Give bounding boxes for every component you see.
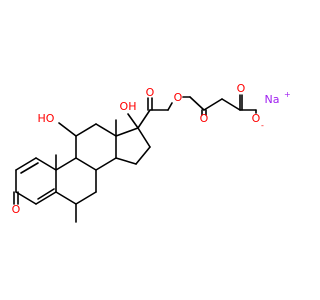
atom-label-oh-c17: OH <box>120 100 137 113</box>
atom-label-o-acid-carbonyl: O <box>237 82 246 95</box>
atom-label-oh-c11: HO <box>38 112 55 125</box>
bond-layer <box>13 94 257 223</box>
bond <box>203 98 223 111</box>
bond <box>75 157 97 171</box>
bond <box>95 123 117 137</box>
bond <box>137 109 151 129</box>
bond <box>75 123 97 137</box>
bond <box>135 146 151 165</box>
bond <box>95 157 117 171</box>
bond <box>115 157 137 165</box>
bond <box>35 191 57 205</box>
bond <box>127 113 139 129</box>
charge-carboxylate: - <box>261 121 264 130</box>
bond <box>55 191 77 205</box>
bond <box>75 191 97 205</box>
bond <box>221 98 241 111</box>
bond <box>20 162 39 174</box>
bond <box>137 127 151 148</box>
atom-label-sodium: Na <box>265 93 280 106</box>
bond <box>37 188 55 200</box>
bond <box>35 157 57 171</box>
atom-label-o-carboxylate: O <box>252 112 261 125</box>
charge-sodium: + <box>284 90 291 99</box>
bond <box>15 191 37 205</box>
atom-label-layer: HO OH O O O O O - O Na + <box>12 82 291 216</box>
molecule-structure: HO OH O O O O O - O Na + <box>12 82 291 223</box>
bond <box>58 122 77 137</box>
bond <box>55 157 77 171</box>
atom-label-o-ester: O <box>174 91 183 104</box>
structure-canvas: HO OH O O O O O - O Na + <box>11 82 291 223</box>
atom-label-o-ketone-c20: O <box>146 86 155 99</box>
bond <box>115 127 139 137</box>
bond <box>189 96 205 111</box>
bond <box>167 102 173 111</box>
atom-label-o-ester-carbonyl: O <box>200 112 209 125</box>
atom-label-o-c3: O <box>12 203 21 216</box>
bond <box>15 157 37 171</box>
